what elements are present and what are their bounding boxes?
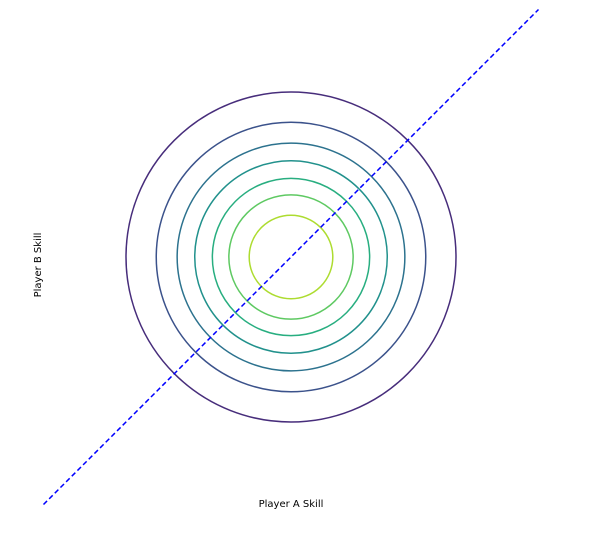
contour-level-3 (176, 142, 406, 372)
x-axis-label: Player A Skill (259, 499, 324, 510)
contour-level-7 (248, 214, 334, 300)
contour-group (125, 91, 457, 423)
contour-level-1 (125, 91, 457, 423)
diagonal-reference-line (42, 8, 540, 506)
contour-level-6 (228, 194, 354, 320)
contour-level-4 (194, 160, 388, 354)
contour-level-5 (211, 177, 371, 337)
contour-level-2 (155, 121, 427, 393)
y-axis-label: Player B Skill (33, 233, 44, 298)
